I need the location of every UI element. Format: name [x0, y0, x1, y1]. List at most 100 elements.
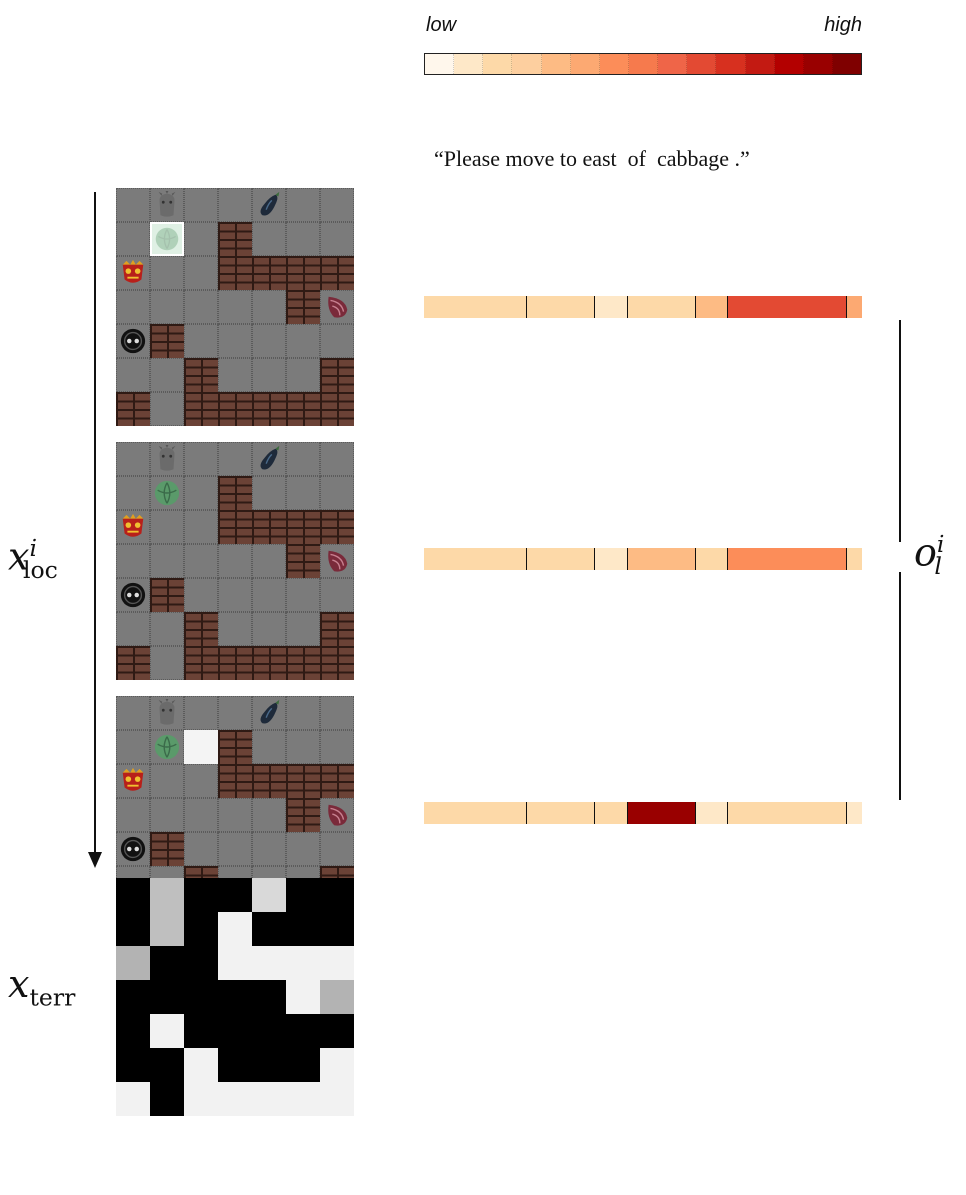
floor-tile	[116, 510, 150, 544]
floor-tile	[286, 696, 320, 730]
floor-tile	[116, 476, 150, 510]
wall-tile	[150, 578, 184, 612]
floor-tile	[116, 358, 150, 392]
floor-tile	[286, 476, 320, 510]
floor-tile	[286, 358, 320, 392]
floor-tile	[252, 832, 286, 866]
legend-swatch	[512, 54, 542, 74]
floor-tile	[320, 798, 354, 832]
color-scale-bar	[424, 53, 862, 75]
legend-swatch	[803, 54, 833, 74]
robot-icon	[119, 835, 147, 863]
floor-tile	[116, 290, 150, 324]
wall-tile	[218, 392, 252, 426]
floor-tile	[116, 612, 150, 646]
wall-tile	[116, 392, 150, 426]
shell-icon	[323, 801, 351, 829]
floor-tile	[320, 476, 354, 510]
wall-tile	[252, 256, 286, 290]
shell-icon	[323, 547, 351, 575]
sequence-arrow	[88, 192, 102, 868]
floor-tile	[286, 188, 320, 222]
legend-swatch	[628, 54, 659, 74]
terrain-cell	[150, 946, 184, 980]
terrain-cell	[286, 1014, 320, 1048]
wall-tile	[150, 324, 184, 358]
target-cell	[184, 730, 218, 764]
output-bracket	[899, 320, 901, 800]
floor-tile	[150, 646, 184, 680]
floor-tile	[150, 764, 184, 798]
attention-segment	[627, 548, 696, 570]
terrain-cell	[320, 1014, 354, 1048]
attention-segment	[526, 296, 595, 318]
floor-tile	[252, 730, 286, 764]
floor-tile	[116, 730, 150, 764]
floor-tile	[252, 476, 286, 510]
attention-segment	[695, 802, 729, 824]
legend-swatch	[832, 54, 862, 74]
x-loc-label: xiloc	[8, 534, 58, 585]
attention-segment	[728, 802, 847, 824]
attention-segment	[728, 296, 847, 318]
floor-tile	[218, 832, 252, 866]
terrain-cell	[320, 1048, 354, 1082]
floor-tile	[116, 188, 150, 222]
floor-tile	[252, 696, 286, 730]
floor-tile	[320, 544, 354, 578]
o-l-label: oil	[914, 530, 945, 581]
terrain-cell	[320, 878, 354, 912]
wall-tile	[286, 798, 320, 832]
wall-tile	[218, 764, 252, 798]
terrain-cell	[150, 1082, 184, 1116]
attention-segment	[424, 296, 527, 318]
floor-tile	[218, 324, 252, 358]
floor-tile	[184, 256, 218, 290]
wall-tile	[252, 646, 286, 680]
attention-segment	[424, 548, 527, 570]
eggplant-icon	[255, 699, 283, 727]
legend-swatch	[658, 54, 688, 74]
terrain-cell	[252, 1014, 286, 1048]
attention-bar-3	[424, 802, 862, 824]
wall-tile	[252, 510, 286, 544]
floor-tile	[150, 188, 184, 222]
terrain-cell	[150, 1014, 184, 1048]
attention-segment	[594, 296, 628, 318]
terrain-cell	[286, 1082, 320, 1116]
floor-tile	[320, 324, 354, 358]
attention-segment	[526, 548, 595, 570]
floor-tile	[150, 358, 184, 392]
legend-swatch	[541, 54, 571, 74]
floor-tile	[252, 544, 286, 578]
terrain-cell	[252, 1048, 286, 1082]
terrain-cell	[252, 912, 286, 946]
floor-tile	[320, 442, 354, 476]
terrain-cell	[218, 1014, 252, 1048]
floor-tile	[184, 290, 218, 324]
wall-tile	[286, 392, 320, 426]
terrain-cell	[116, 1048, 150, 1082]
wall-tile	[116, 646, 150, 680]
floor-tile	[116, 578, 150, 612]
wall-tile	[286, 646, 320, 680]
wall-tile	[320, 510, 354, 544]
floor-tile	[286, 832, 320, 866]
floor-tile	[218, 442, 252, 476]
terrain-cell	[184, 946, 218, 980]
wall-tile	[218, 646, 252, 680]
legend-swatch	[483, 54, 513, 74]
cabbage-icon	[153, 479, 181, 507]
terrain-cell	[184, 1014, 218, 1048]
tribal-mask-icon	[119, 767, 147, 795]
cabbage-icon	[154, 226, 180, 252]
floor-tile	[252, 578, 286, 612]
attention-segment	[695, 548, 729, 570]
tribal-mask-icon	[119, 259, 147, 287]
wall-tile	[320, 612, 354, 646]
floor-tile	[252, 188, 286, 222]
terrain-cell	[150, 1048, 184, 1082]
wall-tile	[286, 764, 320, 798]
legend-swatch	[599, 54, 629, 74]
floor-tile	[252, 798, 286, 832]
